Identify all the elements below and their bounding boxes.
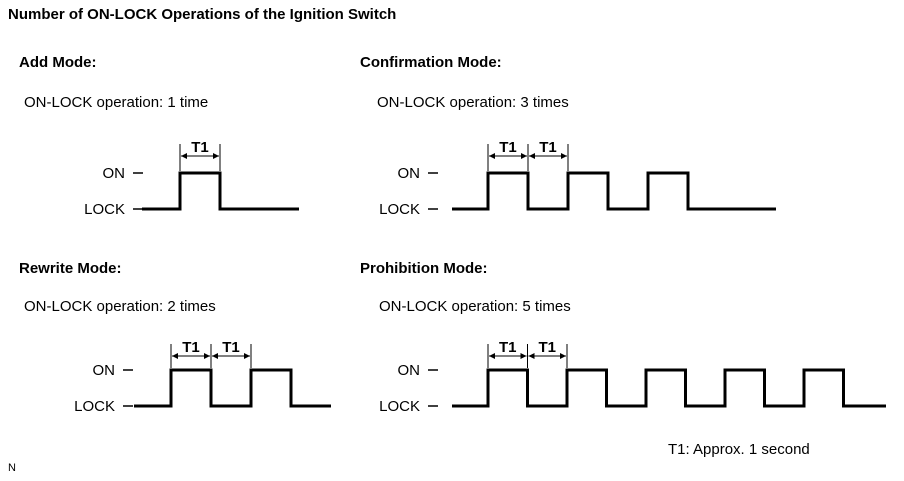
t1-arrowhead xyxy=(561,153,567,159)
t1-arrowhead xyxy=(213,153,219,159)
confirmation-mode-title: Confirmation Mode: xyxy=(360,54,502,71)
t1-arrowhead xyxy=(489,353,495,359)
t1-label: T1 xyxy=(499,139,517,156)
add-mode-title: Add Mode: xyxy=(19,54,97,71)
on-level-label: ON xyxy=(398,165,421,182)
on-level-label: ON xyxy=(398,362,421,379)
t1-arrowhead xyxy=(489,153,495,159)
t1-label: T1 xyxy=(191,139,209,156)
t1-arrowhead xyxy=(181,153,187,159)
ignition-waveform xyxy=(134,368,331,408)
add-mode-operation: ON-LOCK operation: 1 time xyxy=(24,94,209,111)
t1-label: T1 xyxy=(182,339,200,356)
on-level-label: ON xyxy=(93,362,116,379)
prohibition-mode-operation: ON-LOCK operation: 5 times xyxy=(379,298,571,315)
t1-arrowhead xyxy=(528,353,535,359)
lock-level-label: LOCK xyxy=(74,398,115,415)
t1-label: T1 xyxy=(499,339,517,356)
t1-arrowhead xyxy=(172,353,178,359)
t1-arrowhead xyxy=(204,353,210,359)
ignition-waveform xyxy=(452,171,776,211)
corner-mark: N xyxy=(8,462,16,474)
t1-arrowhead xyxy=(529,153,535,159)
page-title: Number of ON-LOCK Operations of the Igni… xyxy=(8,6,397,23)
rewrite-mode-title: Rewrite Mode: xyxy=(19,260,122,277)
lock-level-label: LOCK xyxy=(84,201,125,218)
ignition-waveform xyxy=(452,368,886,408)
rewrite-mode-operation: ON-LOCK operation: 2 times xyxy=(24,298,216,315)
t1-arrowhead xyxy=(244,353,250,359)
t1-label: T1 xyxy=(538,339,556,356)
t1-label: T1 xyxy=(539,139,557,156)
ignition-waveform xyxy=(142,171,299,211)
on-level-label: ON xyxy=(103,165,126,182)
lock-level-label: LOCK xyxy=(379,398,420,415)
t1-arrowhead xyxy=(212,353,218,359)
confirmation-mode-operation: ON-LOCK operation: 3 times xyxy=(377,94,569,111)
prohibition-mode-title: Prohibition Mode: xyxy=(360,260,488,277)
t1-arrowhead xyxy=(521,153,527,159)
lock-level-label: LOCK xyxy=(379,201,420,218)
t1-label: T1 xyxy=(222,339,240,356)
t1-arrowhead xyxy=(560,353,566,359)
t1-arrowhead xyxy=(520,353,527,359)
t1-footnote: T1: Approx. 1 second xyxy=(668,441,810,458)
